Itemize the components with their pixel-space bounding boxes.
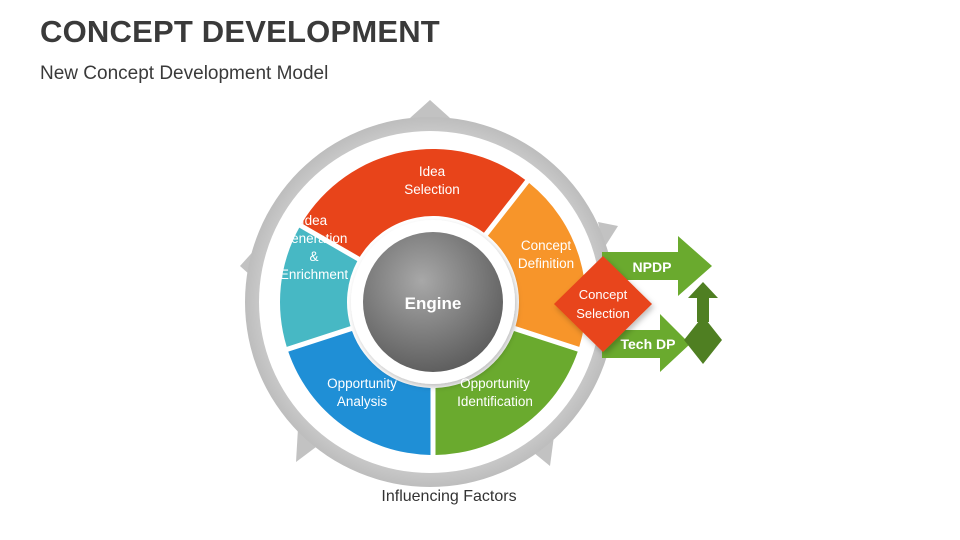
concept-selection-line-1: Concept (579, 287, 628, 302)
ring-pointer-bottom-left (296, 428, 320, 462)
segment-label-idea-generation-line-4: Enrichment (280, 267, 349, 282)
segment-label-idea-generation-line-3: & (309, 249, 318, 264)
influencing-factors-label: Influencing Factors (381, 488, 517, 505)
techdp-arrow-shape (602, 314, 690, 372)
segment-idea-generation (280, 227, 358, 347)
engine-circle (363, 232, 503, 372)
segment-opportunity-analysis (288, 330, 431, 455)
segment-opportunity-identification (435, 330, 578, 455)
techdp-label: Tech DP (621, 336, 676, 352)
concept-selection-diamond: Concept Selection (554, 256, 652, 352)
segment-label-idea-generation-line-1: Idea (301, 213, 328, 228)
connector-arrow-up (688, 282, 718, 322)
concept-selection-shape (554, 256, 652, 352)
page-title: CONCEPT DEVELOPMENT (40, 14, 440, 49)
concept-selection-line-2: Selection (576, 306, 629, 321)
segments-group (280, 149, 586, 455)
segment-label-opportunity-analysis-line-1: Opportunity (327, 376, 397, 391)
segment-label-concept-definition-line-2: Definition (518, 256, 574, 271)
npdp-arrow-shape (602, 236, 712, 296)
engine-label: Engine (405, 294, 462, 313)
connector-arrow (684, 282, 722, 364)
ring-pointer-top (410, 100, 450, 118)
connector-diamond (684, 316, 722, 364)
segment-label-opportunity-identification-line-2: Identification (457, 394, 533, 409)
segment-label-concept-definition-line-1: Concept (521, 238, 572, 253)
segment-label-opportunity-analysis-line-2: Analysis (337, 394, 388, 409)
segment-label-idea-selection-line-1: Idea (419, 164, 446, 179)
npdp-label: NPDP (633, 259, 672, 275)
segment-label-opportunity-identification-line-1: Opportunity (460, 376, 530, 391)
segment-idea-selection (301, 149, 526, 257)
segment-label-idea-selection-line-2: Selection (404, 182, 460, 197)
npdp-arrow: NPDP (602, 236, 712, 296)
page-subtitle: New Concept Development Model (40, 63, 329, 84)
segment-label-idea-generation-line-2: Generation (281, 231, 348, 246)
segment-labels: IdeaSelectionConceptDefinitionOpportunit… (280, 164, 574, 409)
techdp-arrow: Tech DP (602, 314, 690, 372)
